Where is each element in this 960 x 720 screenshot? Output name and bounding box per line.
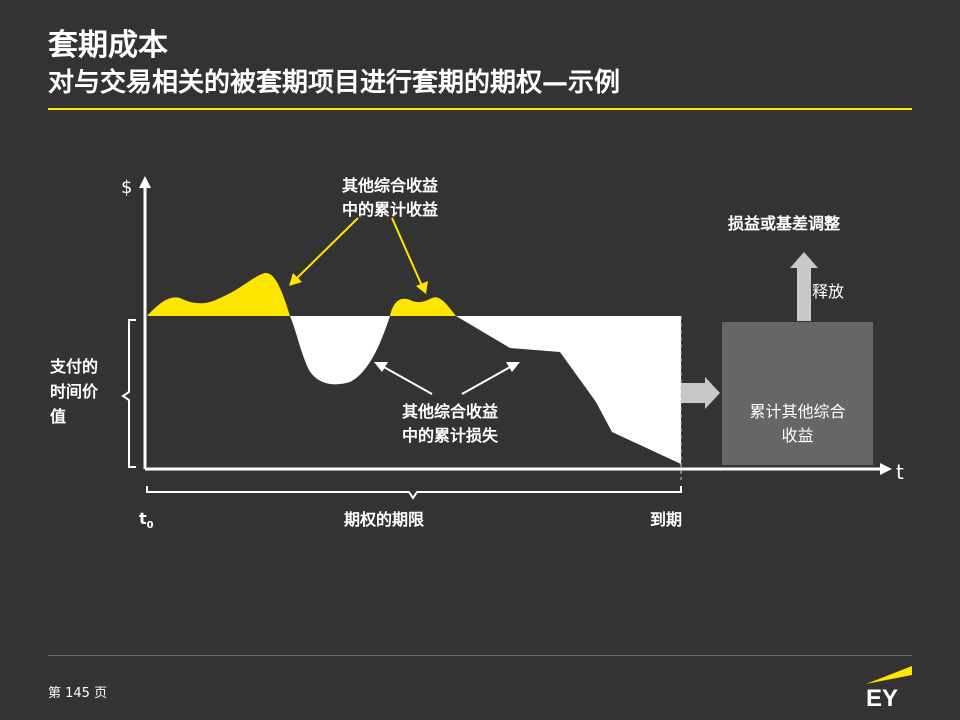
title-divider (48, 108, 912, 110)
t0-subscript: 0 (146, 520, 154, 532)
loss-pointer-arrowhead-2 (506, 362, 520, 372)
gain-pointer-arrow-2 (391, 217, 423, 287)
release-arrow-head (790, 252, 818, 268)
accumulated-oci-box (722, 322, 873, 465)
gain-pointer-arrow-1 (294, 217, 359, 281)
cumulative-loss-area-1 (290, 316, 390, 385)
x-axis-label: t (896, 460, 904, 484)
loss-pointer-arrow-2 (461, 365, 513, 395)
page-title: 套期成本 (48, 28, 168, 63)
page-number: 第 145 页 (48, 686, 108, 701)
loss-pointer-arrowhead-1 (374, 362, 388, 372)
release-arrow-shaft (797, 268, 811, 321)
pl-or-basis-adjustment-label: 损益或基差调整 (728, 214, 841, 233)
time-value-label: 支付的 时间价 值 (50, 357, 99, 426)
cumulative-loss-label: 其他综合收益 中的累计损失 (401, 402, 498, 445)
release-label: 释放 (812, 282, 845, 301)
y-axis-label: $ (121, 177, 133, 198)
accumulated-oci-label: 累计其他综合 收益 (749, 402, 846, 445)
t0-label: t0 (139, 507, 154, 538)
cumulative-gain-area-1 (147, 272, 290, 316)
option-term-label: 期权的期限 (344, 510, 425, 529)
gain-pointer-arrowhead-2 (416, 281, 428, 294)
gain-pointer-arrowhead-1 (289, 273, 302, 286)
page-subtitle: 对与交易相关的被套期项目进行套期的期权—示例 (48, 68, 621, 98)
ey-logo: EY (866, 666, 912, 710)
cumulative-loss-area-2 (456, 316, 681, 464)
footer-divider (48, 655, 912, 656)
cumulative-gain-area-2 (390, 297, 456, 316)
x-axis-arrowhead (880, 463, 892, 475)
option-term-brace (146, 486, 682, 500)
transfer-arrow-shaft (681, 383, 705, 403)
y-axis-arrowhead (139, 176, 151, 188)
t0-main: t (139, 509, 147, 528)
loss-pointer-arrow-1 (381, 365, 433, 395)
transfer-arrow-head (705, 377, 720, 409)
time-value-brace (121, 319, 136, 468)
cumulative-gain-label: 其他综合收益 中的累计收益 (341, 176, 438, 219)
maturity-label: 到期 (650, 510, 683, 529)
ey-logo-text: EY (866, 685, 898, 710)
